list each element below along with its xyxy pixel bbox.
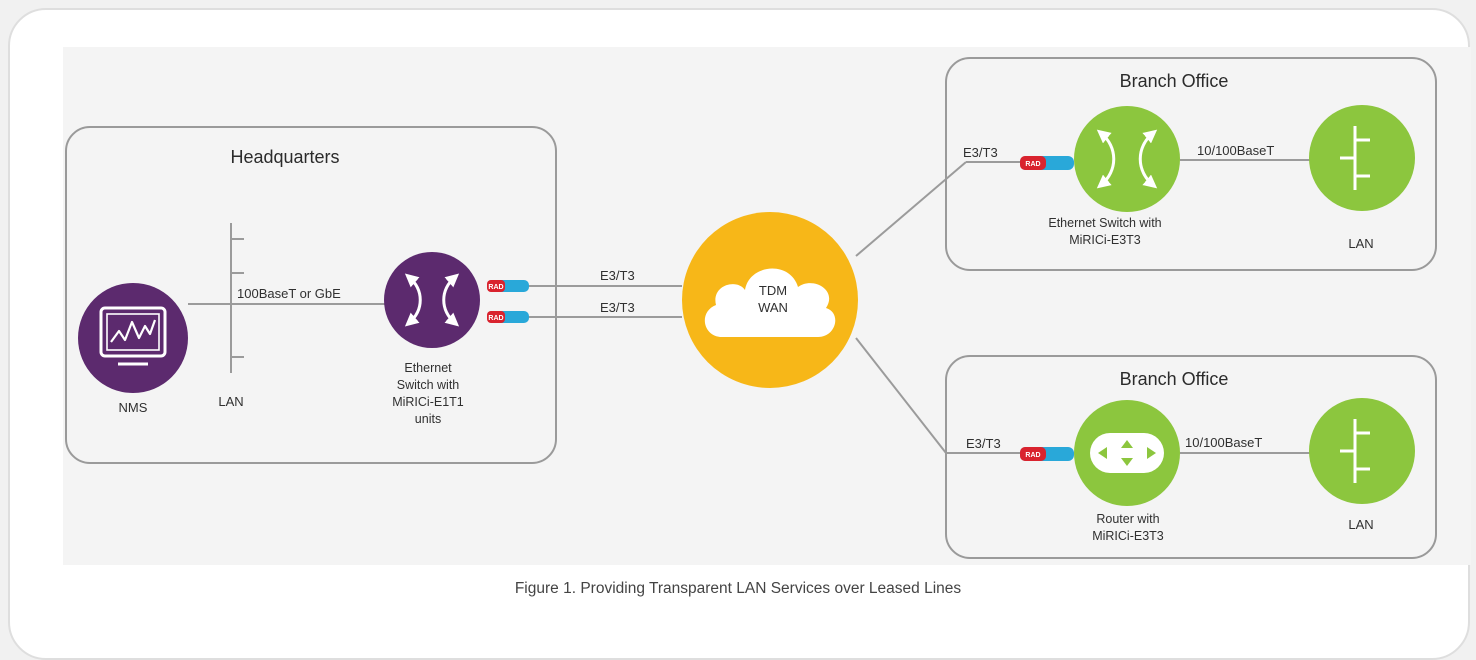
hq-connector-1: RAD xyxy=(487,280,529,292)
svg-text:RAD: RAD xyxy=(488,315,503,322)
branch-office-2-box xyxy=(945,355,1437,559)
wan-link-label-2: E3/T3 xyxy=(600,300,635,315)
lan-bus-icon xyxy=(1340,419,1370,483)
hq-ethernet-switch[interactable] xyxy=(384,252,480,348)
branch-office-1-box xyxy=(945,57,1437,271)
svg-text:Router with: Router with xyxy=(1096,512,1159,526)
branch-2-lan-link-label: 10/100BaseT xyxy=(1185,435,1262,450)
tdm-wan-node[interactable] xyxy=(682,212,858,388)
branch-1-ethernet-switch[interactable] xyxy=(1074,106,1180,212)
svg-text:RAD: RAD xyxy=(1025,161,1040,168)
cloud-icon xyxy=(704,268,836,337)
nms-label: NMS xyxy=(119,400,148,415)
branch-2-device-label: Router with MiRICi-E3T3 xyxy=(1092,512,1164,543)
network-diagram: Headquarters NMS LAN 100BaseT or GbE Eth… xyxy=(65,57,1437,559)
svg-text:TDM: TDM xyxy=(759,283,787,298)
svg-text:Ethernet: Ethernet xyxy=(404,361,452,375)
svg-text:WAN: WAN xyxy=(758,300,788,315)
headquarters-title: Headquarters xyxy=(230,147,339,167)
lan-bus xyxy=(188,223,405,373)
branch-1-lan-link-label: 10/100BaseT xyxy=(1197,143,1274,158)
branch-1-device-label: Ethernet Switch with MiRICi-E3T3 xyxy=(1048,216,1161,247)
branch-1-lan-label: LAN xyxy=(1348,236,1373,251)
svg-text:MiRICi-E3T3: MiRICi-E3T3 xyxy=(1092,529,1164,543)
svg-text:RAD: RAD xyxy=(488,284,503,291)
svg-text:MiRICi-E3T3: MiRICi-E3T3 xyxy=(1069,233,1141,247)
branch-2-router[interactable] xyxy=(1074,400,1180,506)
branch-2-lan-label: LAN xyxy=(1348,517,1373,532)
svg-text:MiRICi-E1T1: MiRICi-E1T1 xyxy=(392,395,464,409)
branch-links xyxy=(855,161,1022,454)
branch-2-connector: RAD xyxy=(1020,447,1074,461)
branch-1-title: Branch Office xyxy=(1120,71,1229,91)
switch-icon xyxy=(404,273,460,327)
branch-2-link-label: E3/T3 xyxy=(966,436,1001,451)
nms-node[interactable] xyxy=(78,283,188,393)
hq-switch-label: Ethernet Switch with MiRICi-E1T1 units xyxy=(392,361,464,426)
headquarters-box xyxy=(65,126,557,464)
hq-link-label: 100BaseT or GbE xyxy=(237,286,341,301)
svg-text:Switch with: Switch with xyxy=(397,378,460,392)
branch-1-connector: RAD xyxy=(1020,156,1074,170)
switch-icon xyxy=(1096,129,1158,189)
monitor-icon xyxy=(99,306,167,366)
hq-connector-2: RAD xyxy=(487,311,529,323)
wan-label: TDM WAN xyxy=(758,283,788,315)
wan-link-label-1: E3/T3 xyxy=(600,268,635,283)
router-icon xyxy=(1098,440,1156,466)
lan-bus-icon xyxy=(1340,126,1370,190)
wan-links xyxy=(529,285,682,318)
svg-text:Ethernet Switch with: Ethernet Switch with xyxy=(1048,216,1161,230)
branch-2-title: Branch Office xyxy=(1120,369,1229,389)
svg-text:RAD: RAD xyxy=(1025,452,1040,459)
branch-2-lan-node[interactable] xyxy=(1309,398,1415,504)
figure-caption: Figure 1. Providing Transparent LAN Serv… xyxy=(514,580,962,597)
hq-lan-label: LAN xyxy=(218,394,243,409)
svg-text:units: units xyxy=(415,412,441,426)
branch-1-link-label: E3/T3 xyxy=(963,145,998,160)
branch-1-lan-node[interactable] xyxy=(1309,105,1415,211)
